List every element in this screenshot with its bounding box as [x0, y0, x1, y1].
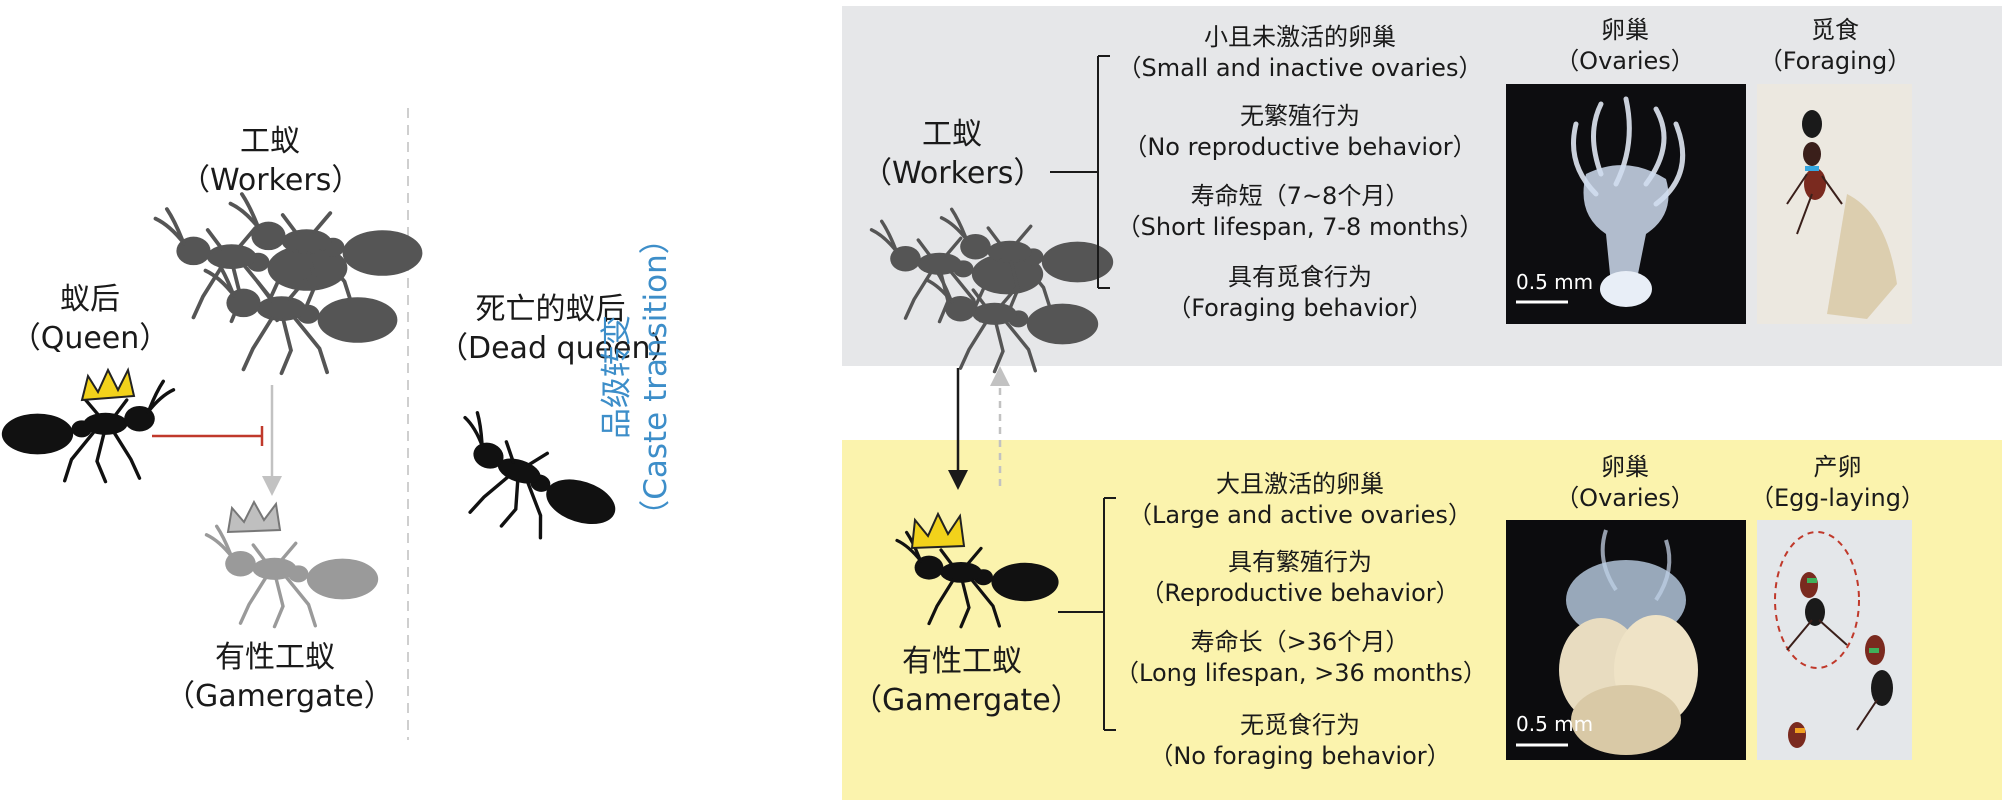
panel-workers-label: 工蚁（Workers）: [862, 117, 1044, 191]
queen-crown-icon: [80, 367, 136, 402]
worker-ovaries-photo: 0.5 mm: [1506, 84, 1746, 324]
caste-transition-label: 品级转变 （Caste transition）: [599, 223, 674, 531]
gamergate-ovaries-photo: 0.5 mm: [1506, 520, 1746, 760]
worker-scale-bar-label: 0.5 mm: [1516, 270, 1594, 294]
gamergate-egglaying-photo: [1757, 520, 1912, 760]
gamergate-trait-reproduction: 具有繁殖行为（Reproductive behavior）: [1140, 548, 1460, 608]
panel-workers-ants-icon: [869, 207, 1115, 374]
workers-ants-icon: [153, 192, 425, 376]
gamergate-trait-lifespan: 寿命长（>36个月）（Long lifespan, >36 months）: [1115, 628, 1487, 688]
worker-foraging-photo-label: 觅食（Foraging）: [1758, 16, 1912, 76]
gamergate-ant-icon: [204, 524, 380, 629]
queen-label: 蚁后（Queen）: [10, 282, 170, 356]
workers-label: 工蚁（Workers）: [180, 124, 362, 198]
worker-trait-reproduction: 无繁殖行为（No reproductive behavior）: [1123, 102, 1477, 162]
panel-gamergate-label: 有性工蚁（Gamergate）: [852, 644, 1081, 718]
panel-gamergate-crown-icon: [910, 511, 966, 550]
gamergate-ovaries-photo-label: 卵巢（Ovaries）: [1555, 453, 1695, 513]
gamergate-scale-bar-label: 0.5 mm: [1516, 712, 1594, 736]
gamergate-ghost-crown-icon: [226, 499, 282, 534]
gamergate-trait-foraging: 无觅食行为（No foraging behavior）: [1149, 711, 1451, 771]
worker-trait-foraging: 具有觅食行为（Foraging behavior）: [1167, 263, 1433, 323]
gamergate-egglaying-photo-label: 产卵（Egg-laying）: [1750, 453, 1925, 513]
gamergate-trait-ovaries: 大且激活的卵巢（Large and active ovaries）: [1128, 470, 1472, 530]
gamergate-label: 有性工蚁（Gamergate）: [165, 640, 394, 714]
worker-trait-lifespan: 寿命短（7~8个月）（Short lifespan, 7-8 months）: [1116, 182, 1484, 242]
worker-trait-ovaries: 小且未激活的卵巢（Small and inactive ovaries）: [1117, 23, 1483, 83]
worker-traits-bracket: [1050, 55, 1110, 289]
worker-ovaries-photo-label: 卵巢（Ovaries）: [1555, 16, 1695, 76]
worker-foraging-photo: [1757, 84, 1912, 324]
gamergate-traits-bracket: [1058, 497, 1116, 731]
dead-queen-label: 死亡的蚁后（Dead queen）: [438, 292, 681, 366]
